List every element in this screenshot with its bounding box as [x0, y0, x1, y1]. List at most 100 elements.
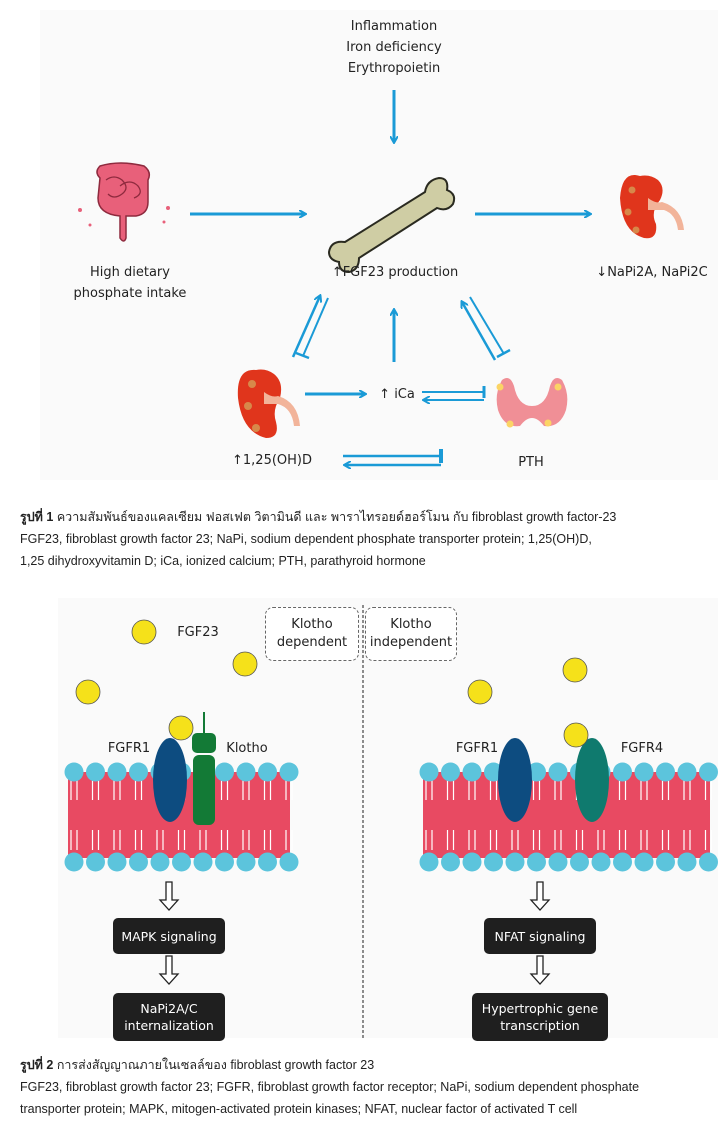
lipid-head [548, 852, 568, 872]
figure2-caption-line1: FGF23, fibroblast growth factor 23; FGFR… [20, 1080, 640, 1094]
lipid-head [484, 852, 503, 872]
fgf23-ligand [75, 679, 101, 705]
figure2-caption-line2: transporter protein; MAPK, mitogen-activ… [20, 1102, 578, 1116]
figure1-caption: รูปที่ 1 ความสัมพันธ์ของแคลเซียม ฟอสเฟต … [20, 506, 710, 572]
inhibit-bone-to-kidney [302, 297, 329, 357]
lipid-head [656, 852, 675, 872]
fgf23-ligand-bound [168, 715, 194, 741]
lipid-head [279, 762, 299, 782]
kidney-icon [620, 174, 684, 239]
fgfr1-right-label: FGFR1 [455, 741, 499, 756]
hollow-down-arrow [529, 881, 551, 911]
lipid-head [258, 762, 277, 782]
ica-label: ↑ iCa [372, 384, 422, 405]
figure1-caption-title-text: ความสัมพันธ์ของแคลเซียม ฟอสเฟต วิตามินดี… [56, 510, 617, 524]
klotho-protein [192, 712, 216, 825]
lipid-head [129, 762, 148, 782]
ica-label-text: iCa [394, 387, 415, 402]
lipid-head [699, 852, 718, 872]
figure1-caption-title: รูปที่ 1 ความสัมพันธ์ของแคลเซียม ฟอสเฟต … [20, 506, 710, 528]
lipid-head [107, 852, 127, 872]
lipid-head [505, 852, 525, 872]
up-arrow-icon: ↑ [231, 453, 243, 468]
lipid-head [677, 852, 697, 872]
lipid-head [236, 852, 256, 872]
lipid-head [548, 762, 568, 782]
vitd-label: ↑1,25(OH)D [222, 450, 322, 471]
hollow-down-arrow [158, 955, 180, 985]
lipid-head [634, 852, 654, 872]
lipid-head [64, 852, 84, 872]
lipid-head [441, 852, 460, 872]
napi-line2: internalization [124, 1018, 214, 1033]
factor-erythropoietin: Erythropoietin [347, 61, 441, 76]
lipid-head [527, 852, 546, 872]
thyroid-icon [496, 378, 568, 428]
lipid-head [677, 762, 697, 782]
arrow-kidney-to-bone [291, 296, 320, 358]
lipid-head [64, 762, 84, 782]
hypertrophic-line1: Hypertrophic gene [481, 1001, 599, 1016]
fgfr1-receptor-right [498, 738, 532, 822]
inhibit-bar [496, 348, 511, 359]
lipid-head [613, 762, 632, 782]
hypertrophic-line2: transcription [500, 1018, 580, 1033]
fgfr4-label: FGFR4 [620, 741, 664, 756]
fgfr4-receptor [575, 738, 609, 822]
lipid-head [441, 762, 460, 782]
upstream-factors: Inflammation Iron deficiency Erythropoie… [334, 16, 454, 79]
nfat-signaling-box: NFAT signaling [484, 918, 596, 954]
up-arrow-icon: ↑ [379, 387, 391, 402]
lipid-head [570, 852, 589, 872]
lipid-head [656, 762, 675, 782]
lipid-head [634, 762, 654, 782]
bone-label: ↑FGF23 production [325, 262, 465, 283]
gut-label-line1: High dietary [90, 265, 170, 280]
fgfr1-receptor-left [153, 738, 187, 822]
lipid-head [86, 762, 105, 782]
intestine-icon [78, 162, 170, 242]
gut-label: High dietary phosphate intake [70, 262, 190, 304]
klotho-label: Klotho [226, 741, 268, 756]
figure2-caption: รูปที่ 2 การส่งสัญญาณภายในเซลล์ของ fibro… [20, 1054, 710, 1120]
figure1-caption-line1: FGF23, fibroblast growth factor 23; NaPi… [20, 532, 592, 546]
figure2-caption-prefix: รูปที่ 2 [20, 1058, 54, 1072]
fgf23-ligand [232, 651, 258, 677]
lipid-head [258, 852, 277, 872]
fgf23-ligand [562, 657, 588, 683]
bone-icon [327, 176, 456, 274]
lipid-head [236, 762, 256, 782]
lipid-head [129, 852, 148, 872]
kidney-right-label: ↓NaPi2A, NaPi2C [590, 262, 714, 283]
figure2-caption-title: รูปที่ 2 การส่งสัญญาณภายในเซลล์ของ fibro… [20, 1054, 710, 1076]
lipid-head [591, 852, 611, 872]
fgf23-ligand-bound [563, 722, 589, 748]
klotho-dependent-line2: dependent [276, 635, 348, 650]
fgf23-ligand [467, 679, 493, 705]
lipid-head [419, 762, 439, 782]
gut-label-line2: phosphate intake [73, 286, 187, 301]
inhibit-bone-to-pth [469, 296, 505, 355]
inhibit-bar [295, 351, 310, 360]
lipid-head [107, 762, 127, 782]
kidney-right-label-text: NaPi2A, NaPi2C [607, 265, 708, 280]
fgf23-ligand [131, 619, 157, 645]
hollow-down-arrow [158, 881, 180, 911]
napi-line1: NaPi2A/C [140, 1001, 198, 1016]
lipid-head [215, 852, 234, 872]
lipid-bilayer-right [423, 772, 710, 858]
factor-inflammation: Inflammation [350, 19, 438, 34]
bone-label-text: FGF23 production [342, 265, 459, 280]
lipid-head [193, 852, 213, 872]
down-arrow-icon: ↓ [596, 265, 608, 280]
mapk-signaling-box: MAPK signaling [113, 918, 225, 954]
lipid-head [462, 762, 482, 782]
lipid-head [613, 852, 632, 872]
lipid-head [279, 852, 299, 872]
lipid-head [86, 852, 105, 872]
lipid-head [150, 852, 170, 872]
